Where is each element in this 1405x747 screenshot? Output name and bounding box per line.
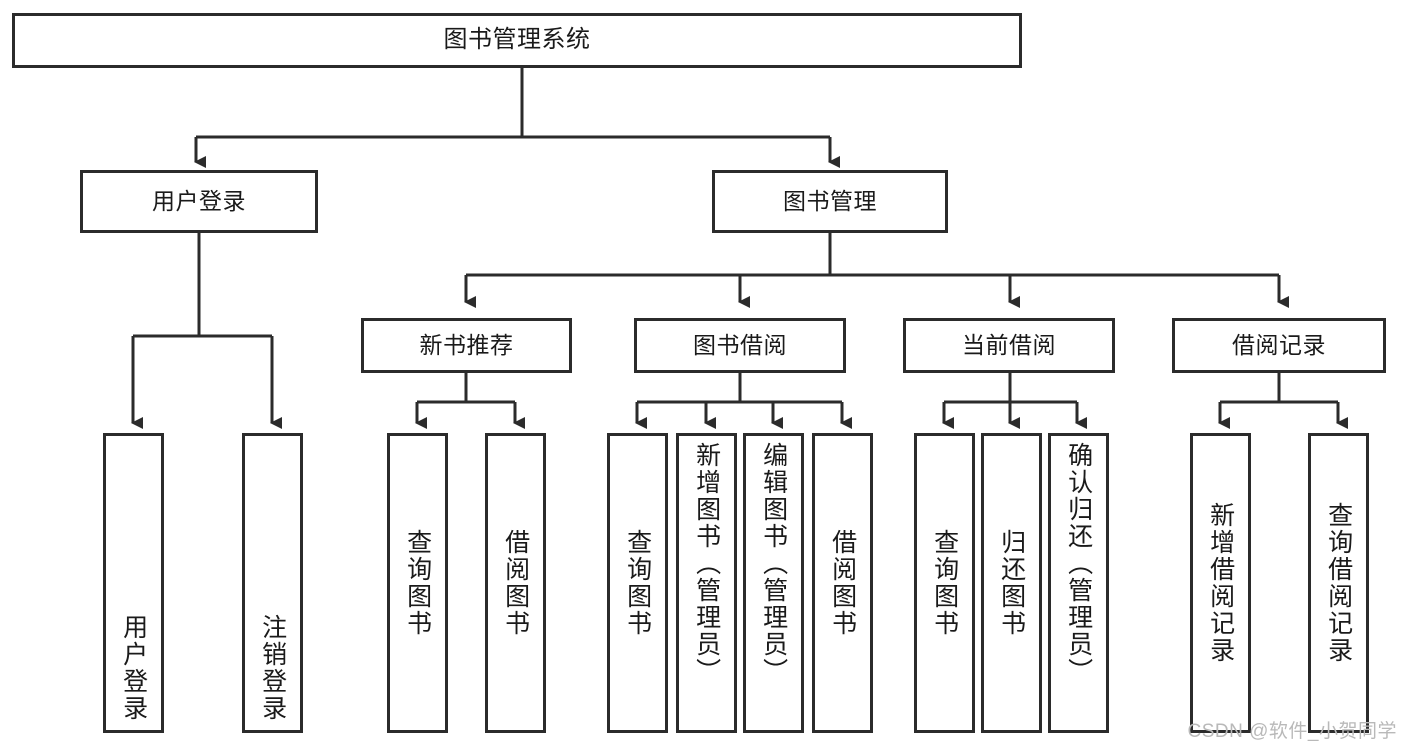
node-new-book-recommendation[interactable]: 新书推荐 xyxy=(361,318,572,373)
node-label: 新增借阅记录 xyxy=(1206,502,1235,664)
node-label: 新增图书（管理员） xyxy=(692,442,721,685)
leaf-borrow-book-borrow[interactable]: 借阅图书 xyxy=(812,433,873,733)
leaf-query-book-borrow[interactable]: 查询图书 xyxy=(607,433,668,733)
node-label: 借阅图书 xyxy=(828,529,857,637)
node-book-management[interactable]: 图书管理 xyxy=(712,170,948,233)
node-label: 确认归还（管理员） xyxy=(1064,442,1093,685)
node-label: 查询图书 xyxy=(403,529,432,637)
node-label: 查询图书 xyxy=(623,529,652,637)
node-label: 新书推荐 xyxy=(419,331,514,358)
node-label: 图书管理系统 xyxy=(443,26,591,54)
leaf-confirm-return-admin[interactable]: 确认归还（管理员） xyxy=(1048,433,1109,733)
leaf-query-book-current[interactable]: 查询图书 xyxy=(914,433,975,733)
node-label: 用户登录 xyxy=(152,187,246,214)
node-label: 图书管理 xyxy=(783,187,877,214)
leaf-borrow-book-recommendation[interactable]: 借阅图书 xyxy=(485,433,546,733)
node-label: 借阅记录 xyxy=(1232,331,1326,358)
node-book-borrow[interactable]: 图书借阅 xyxy=(634,318,846,373)
node-label: 图书借阅 xyxy=(693,331,787,358)
leaf-query-borrow-record[interactable]: 查询借阅记录 xyxy=(1308,433,1369,733)
node-label: 编辑图书（管理员） xyxy=(759,442,788,685)
leaf-query-book-recommendation[interactable]: 查询图书 xyxy=(387,433,448,733)
leaf-add-book-admin[interactable]: 新增图书（管理员） xyxy=(676,433,737,733)
node-root-book-management-system[interactable]: 图书管理系统 xyxy=(12,13,1022,68)
node-label: 查询借阅记录 xyxy=(1324,502,1353,664)
node-label: 当前借阅 xyxy=(962,331,1056,358)
leaf-user-login[interactable]: 用户登录 xyxy=(103,433,164,733)
node-label: 用户登录 xyxy=(119,614,148,722)
node-label: 归还图书 xyxy=(997,529,1026,637)
csdn-watermark: CSDN @软件_小贺同学 xyxy=(1187,721,1397,742)
leaf-edit-book-admin[interactable]: 编辑图书（管理员） xyxy=(743,433,804,733)
leaf-return-book[interactable]: 归还图书 xyxy=(981,433,1042,733)
node-borrow-record[interactable]: 借阅记录 xyxy=(1172,318,1386,373)
node-label: 查询图书 xyxy=(930,529,959,637)
leaf-add-borrow-record[interactable]: 新增借阅记录 xyxy=(1190,433,1251,733)
node-label: 注销登录 xyxy=(258,614,287,722)
node-current-borrow[interactable]: 当前借阅 xyxy=(903,318,1115,373)
leaf-logout[interactable]: 注销登录 xyxy=(242,433,303,733)
node-user-login[interactable]: 用户登录 xyxy=(80,170,318,233)
node-label: 借阅图书 xyxy=(501,529,530,637)
